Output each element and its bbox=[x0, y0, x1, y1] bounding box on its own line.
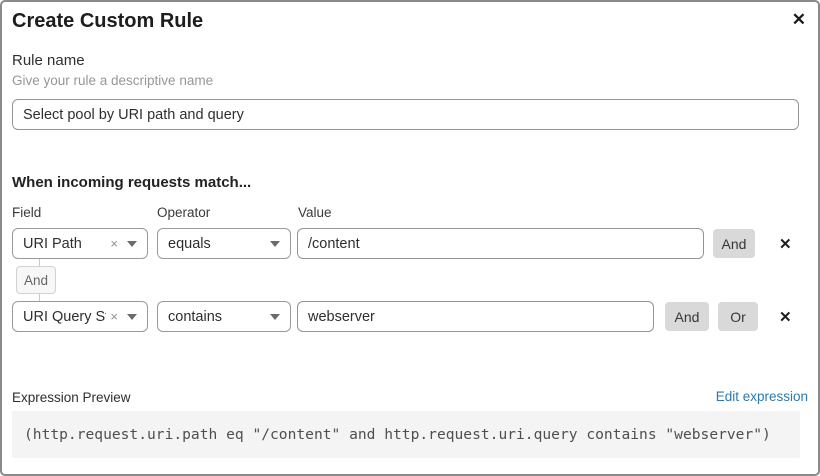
operator-dropdown-value: equals bbox=[168, 235, 211, 252]
field-dropdown[interactable]: URI Path × bbox=[12, 228, 148, 259]
operator-dropdown[interactable]: equals bbox=[157, 228, 291, 259]
edit-expression-link[interactable]: Edit expression bbox=[715, 389, 808, 404]
delete-row-icon[interactable]: ✕ bbox=[773, 229, 797, 258]
chevron-down-icon bbox=[270, 240, 280, 247]
field-dropdown[interactable]: URI Query St... × bbox=[12, 301, 148, 332]
clear-field-icon[interactable]: × bbox=[110, 236, 118, 251]
operator-dropdown-value: contains bbox=[168, 308, 223, 325]
and-connector-badge: And bbox=[16, 266, 56, 294]
chevron-down-icon bbox=[127, 313, 137, 320]
expression-code-text: (http.request.uri.path eq "/content" and… bbox=[24, 426, 771, 443]
close-icon[interactable]: ✕ bbox=[788, 6, 810, 34]
connector-line bbox=[39, 294, 40, 301]
add-and-condition-button[interactable]: And bbox=[713, 229, 755, 258]
page-title: Create Custom Rule bbox=[12, 10, 204, 32]
add-or-condition-button[interactable]: Or bbox=[718, 302, 758, 331]
field-dropdown-value: URI Query St... bbox=[23, 308, 106, 325]
connector-line bbox=[39, 259, 40, 266]
clear-field-icon[interactable]: × bbox=[110, 309, 118, 324]
operator-dropdown[interactable]: contains bbox=[157, 301, 291, 332]
match-section-heading: When incoming requests match... bbox=[12, 174, 252, 191]
expression-preview-label: Expression Preview bbox=[12, 390, 131, 405]
expression-preview-code: (http.request.uri.path eq "/content" and… bbox=[12, 411, 800, 458]
delete-row-icon[interactable]: ✕ bbox=[773, 302, 797, 331]
rule-name-helper: Give your rule a descriptive name bbox=[12, 73, 214, 88]
operator-column-label: Operator bbox=[157, 205, 211, 220]
chevron-down-icon bbox=[270, 313, 280, 320]
value-column-label: Value bbox=[298, 205, 332, 220]
add-and-condition-button[interactable]: And bbox=[665, 302, 709, 331]
value-input[interactable] bbox=[297, 301, 654, 332]
rule-name-input[interactable] bbox=[12, 99, 799, 130]
rule-name-label: Rule name bbox=[12, 52, 85, 69]
field-column-label: Field bbox=[12, 205, 42, 220]
value-input[interactable] bbox=[297, 228, 704, 259]
chevron-down-icon bbox=[127, 240, 137, 247]
field-dropdown-value: URI Path bbox=[23, 235, 82, 252]
